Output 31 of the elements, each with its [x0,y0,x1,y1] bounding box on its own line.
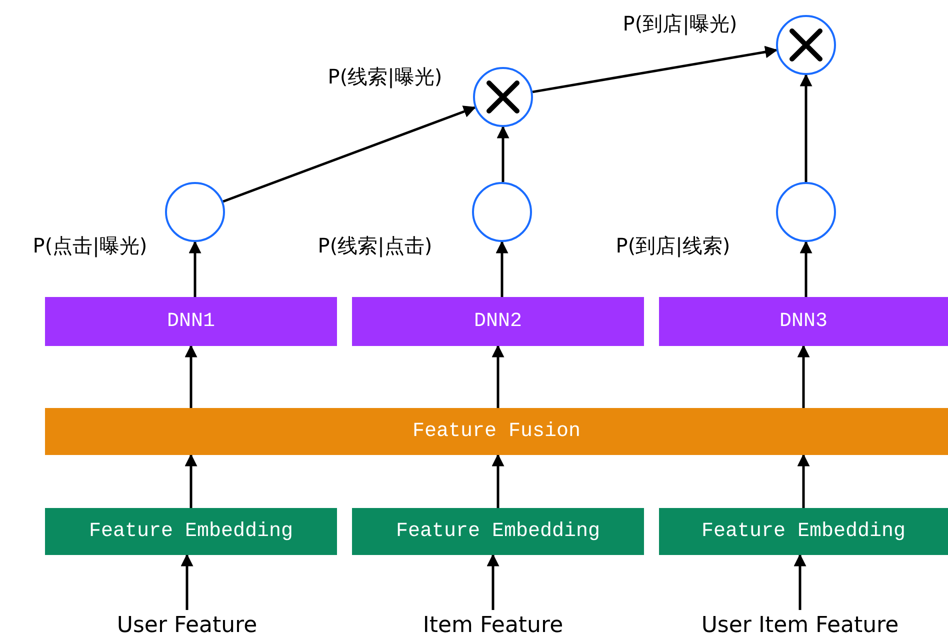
layer-box: Feature Embedding [352,508,644,555]
probability-label: P(线索|曝光) [328,64,442,90]
arrow [184,344,198,408]
probability-label: P(到店|曝光) [622,10,738,38]
arrow [532,46,778,94]
probability-label: P(到店|线索) [616,232,730,260]
layer-box: Feature Embedding [45,508,337,555]
arrow [492,454,504,508]
layer-box: Feature Embedding [659,508,948,555]
probability-label: P(线索|点击) [318,232,432,260]
arrow [188,240,202,297]
arrow [496,126,510,182]
arrow [496,240,508,297]
arrow [486,554,500,610]
layer-box: DNN2 [352,297,644,346]
arrow [222,106,476,203]
input-label: User Item Feature [680,610,920,640]
layer-box: Feature Fusion [45,408,948,455]
input-label: User Feature [97,610,277,640]
arrow [800,74,812,182]
layer-box: DNN3 [659,297,948,346]
arrow [794,554,806,610]
input-label: Item Feature [403,610,583,640]
arrow [184,454,198,508]
arrow [180,554,194,610]
layer-box: DNN1 [45,297,337,346]
arrow [797,344,810,408]
arrow [797,454,810,508]
arrow [492,344,504,408]
probability-label: P(点击|曝光) [32,232,148,260]
arrow [800,240,812,297]
